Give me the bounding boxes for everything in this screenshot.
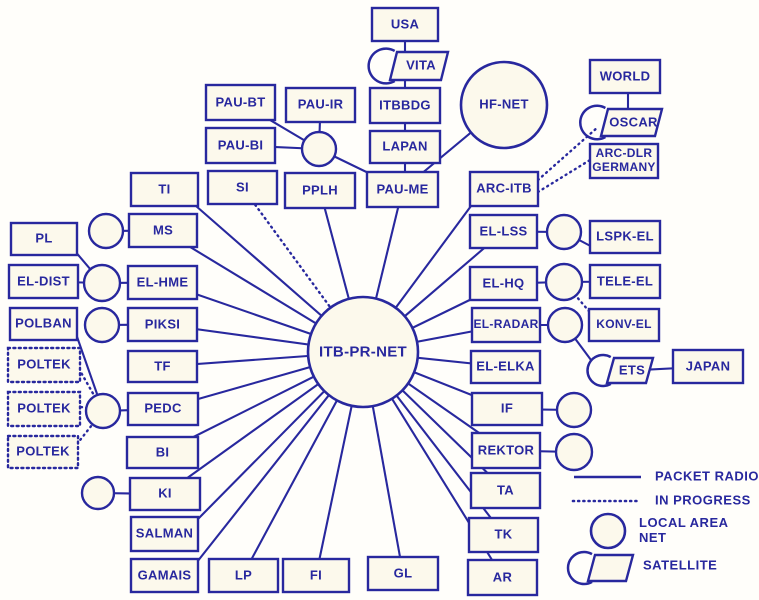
- node-vita-satellite-parallelogram: [388, 50, 450, 82]
- node-tf-box: [126, 349, 199, 384]
- node-lspkel-box: [588, 219, 662, 255]
- node-ms-box: [127, 212, 199, 249]
- edge-si-center-in-progress: [241, 186, 365, 354]
- legend-satellite-crescent-icon: [566, 550, 593, 586]
- node-elhme-box: [126, 264, 199, 301]
- node-lan_elhme-lan-circle: [82, 263, 122, 303]
- node-pl-box: [9, 221, 79, 257]
- node-ta-box: [469, 471, 542, 510]
- node-ellss-box: [468, 213, 539, 250]
- legend: [566, 475, 642, 586]
- node-poltek1-box: [6, 346, 82, 384]
- node-eldist-box: [7, 263, 80, 300]
- node-arcdlr-box: [588, 142, 660, 180]
- node-poltek2-box: [6, 390, 82, 428]
- node-paubi-box: [204, 126, 277, 165]
- node-itbbdg-box: [368, 86, 442, 125]
- node-ets-satellite-crescent-icon: [586, 353, 612, 388]
- node-ar-box: [466, 558, 539, 597]
- node-if-box: [470, 391, 544, 427]
- node-salman-box: [129, 515, 200, 553]
- edge-poltek3-lan_pedc-in-progress: [75, 409, 105, 446]
- node-konvel-box: [587, 307, 661, 343]
- node-pedc-box: [126, 391, 200, 427]
- node-lan_ki-lan-circle: [80, 475, 116, 511]
- node-elelka-box: [469, 349, 542, 385]
- node-vita-satellite-crescent-icon: [367, 47, 396, 85]
- node-teleel-box: [588, 263, 662, 300]
- node-japan-box: [671, 348, 745, 385]
- edge-arcitb-arcdlr-in-progress: [536, 158, 592, 194]
- node-pauir-box: [284, 86, 357, 124]
- node-lan_piksi-lan-circle: [83, 306, 121, 344]
- node-arcitb-box: [468, 170, 540, 208]
- node-lan_elhq-lan-circle: [544, 262, 584, 302]
- node-piksi-box: [126, 306, 199, 343]
- node-paume-box: [365, 170, 440, 209]
- node-pplh-box: [283, 171, 357, 210]
- node-polban-box: [8, 306, 79, 342]
- node-tk-box: [467, 516, 540, 554]
- node-bi-box: [125, 435, 200, 470]
- node-lan_rektor-lan-circle: [554, 432, 594, 472]
- node-center-circle: [306, 295, 420, 409]
- node-rektor-box: [470, 431, 542, 470]
- legend-satellite-parallelogram: [586, 553, 635, 583]
- node-oscar-satellite-crescent-icon: [579, 104, 606, 141]
- node-lan_elradar-lan-circle: [546, 306, 584, 344]
- node-si-box: [206, 169, 279, 206]
- node-lp-box: [207, 557, 280, 594]
- node-ets-satellite-parallelogram: [605, 356, 655, 385]
- node-elradar-box: [470, 306, 542, 344]
- node-usa-box: [370, 6, 440, 43]
- node-paubt-box: [204, 83, 277, 122]
- node-hfnet-circle: [459, 60, 549, 150]
- node-lan_pedc-lan-circle: [84, 392, 122, 430]
- node-gamais-box: [129, 557, 200, 594]
- node-world-box: [588, 58, 662, 95]
- node-lan_ms-lan-circle: [87, 212, 125, 250]
- node-lan_if-lan-circle: [555, 391, 593, 429]
- node-lan_ellss-lan-circle: [545, 213, 583, 251]
- node-poltek3-box: [6, 434, 80, 470]
- node-oscar-satellite-parallelogram: [599, 107, 664, 138]
- node-gl-box: [366, 555, 440, 592]
- node-ti-box: [129, 171, 200, 208]
- node-paulan-lan-circle: [300, 130, 338, 168]
- node-lapan-box: [368, 129, 442, 165]
- nodes-layer: [6, 6, 745, 597]
- node-elhq-box: [468, 265, 539, 302]
- node-fi-box: [281, 557, 351, 594]
- legend-local-area-net-circle: [589, 512, 627, 550]
- node-ki-box: [128, 476, 202, 512]
